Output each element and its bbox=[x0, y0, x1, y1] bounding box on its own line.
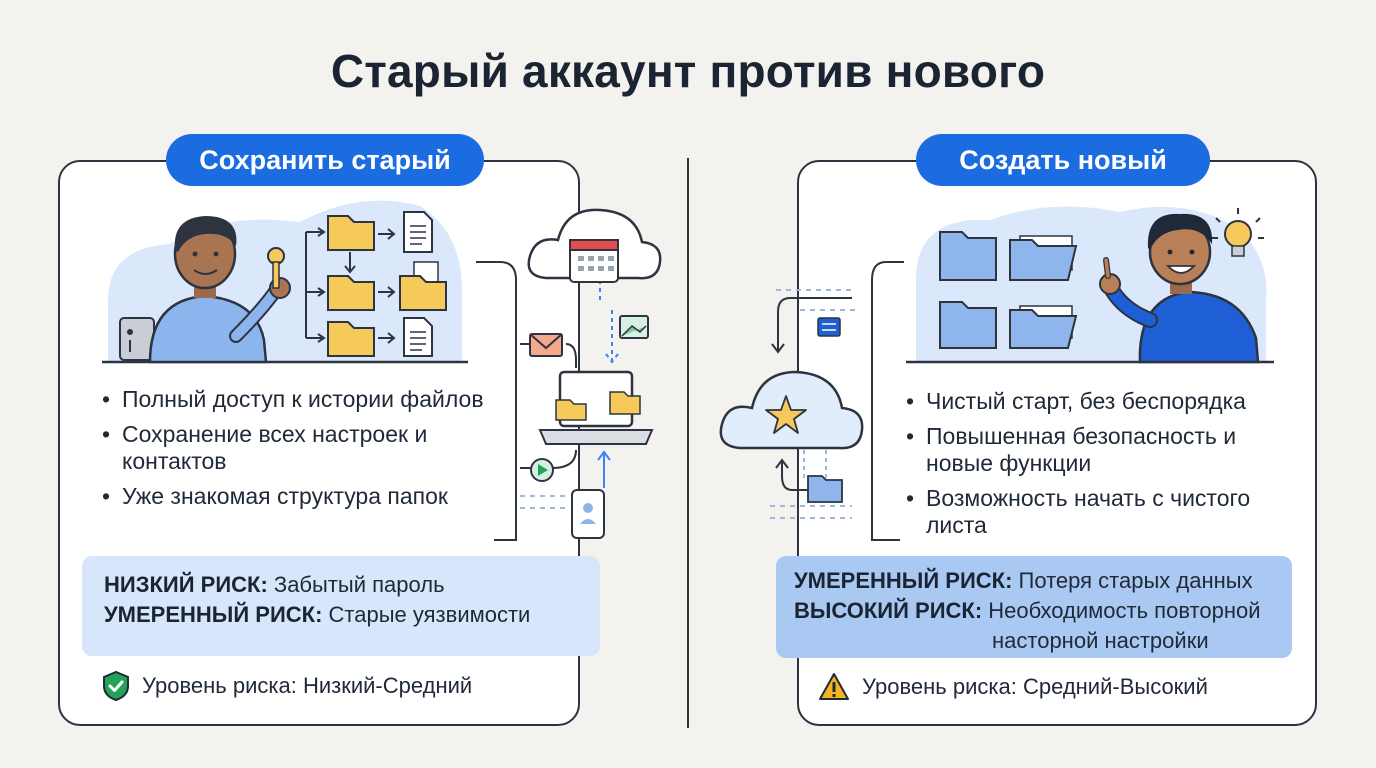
risk-line: УМЕРЕННЫЙ РИСК: Потеря старых данных bbox=[794, 566, 1282, 596]
risk-line: НИЗКИЙ РИСК: Забытый пароль bbox=[104, 570, 582, 600]
left-scene bbox=[102, 200, 468, 364]
image-icon bbox=[619, 315, 649, 339]
risk-text: Старые уязвимости bbox=[328, 602, 531, 627]
cloud-star-icon bbox=[719, 370, 864, 450]
risk-line: УМЕРЕННЫЙ РИСК: Старые уязвимости bbox=[104, 600, 582, 630]
risk-level-text: Уровень риска: Средний-Высокий bbox=[862, 674, 1208, 699]
folder-open-icon bbox=[1009, 235, 1078, 281]
list-icon bbox=[817, 317, 841, 337]
lightbulb-icon bbox=[1212, 208, 1264, 257]
risk-line-continuation: насторной настройки bbox=[794, 626, 1282, 656]
email-icon bbox=[529, 333, 563, 357]
document-icon bbox=[403, 317, 433, 357]
shield-check-icon bbox=[103, 670, 129, 702]
right-scene bbox=[719, 206, 1274, 541]
risk-level-text: Уровень риска: Низкий-Средний bbox=[142, 673, 473, 698]
list-item: Уже знакомая структура папок bbox=[102, 483, 522, 510]
keep-old-header: Сохранить старый bbox=[166, 134, 484, 186]
risk-label: ВЫСОКИЙ РИСК: bbox=[794, 598, 983, 623]
list-item: Возможность начать с чистого листа bbox=[906, 485, 1306, 539]
play-icon bbox=[530, 458, 554, 482]
folder-icon bbox=[939, 301, 997, 349]
folder-icon bbox=[939, 231, 997, 281]
folder-icon bbox=[327, 275, 375, 311]
man-pointing-icon bbox=[1099, 213, 1260, 364]
risk-text: Необходимость повторной bbox=[988, 598, 1261, 623]
safe-icon bbox=[119, 317, 155, 361]
folder-icon bbox=[327, 321, 375, 357]
risk-label: УМЕРЕННЫЙ РИСК: bbox=[104, 602, 323, 627]
list-item: Чистый старт, без беспорядка bbox=[906, 388, 1306, 415]
folder-open-icon bbox=[399, 261, 447, 311]
risk-label: НИЗКИЙ РИСК: bbox=[104, 572, 268, 597]
folder-icon bbox=[807, 475, 843, 503]
risk-text: Забытый пароль bbox=[273, 572, 445, 597]
create-new-benefits: Чистый старт, без беспорядка Повышенная … bbox=[906, 388, 1306, 547]
center-divider bbox=[687, 158, 689, 728]
phone-icon bbox=[571, 489, 605, 539]
create-new-header: Создать новый bbox=[916, 134, 1210, 186]
risk-label: УМЕРЕННЫЙ РИСК: bbox=[794, 568, 1013, 593]
man-with-key-icon bbox=[148, 216, 291, 364]
folder-open-icon bbox=[1009, 305, 1078, 349]
create-new-risk-level: Уровень риска: Средний-Высокий bbox=[818, 672, 1208, 702]
warning-icon bbox=[819, 673, 849, 700]
create-new-risks: УМЕРЕННЫЙ РИСК: Потеря старых данных ВЫС… bbox=[776, 556, 1292, 658]
cloud-calendar-icon bbox=[527, 208, 662, 283]
list-item: Сохранение всех настроек и контактов bbox=[102, 421, 522, 475]
keep-old-benefits: Полный доступ к истории файлов Сохранени… bbox=[102, 386, 522, 518]
risk-text: Потеря старых данных bbox=[1018, 568, 1253, 593]
page-title: Старый аккаунт против нового bbox=[330, 45, 1046, 97]
laptop-icon bbox=[538, 370, 654, 445]
risk-text: насторной настройки bbox=[992, 628, 1209, 653]
list-item: Повышенная безопасность и новые функции bbox=[906, 423, 1306, 477]
list-item: Полный доступ к истории файлов bbox=[102, 386, 522, 413]
risk-line: ВЫСОКИЙ РИСК: Необходимость повторной bbox=[794, 596, 1282, 626]
middle-scene bbox=[476, 208, 662, 541]
keep-old-risks: НИЗКИЙ РИСК: Забытый пароль УМЕРЕННЫЙ РИ… bbox=[82, 556, 600, 656]
document-icon bbox=[403, 211, 433, 253]
keep-old-risk-level: Уровень риска: Низкий-Средний bbox=[102, 670, 472, 702]
folder-icon bbox=[327, 215, 375, 251]
